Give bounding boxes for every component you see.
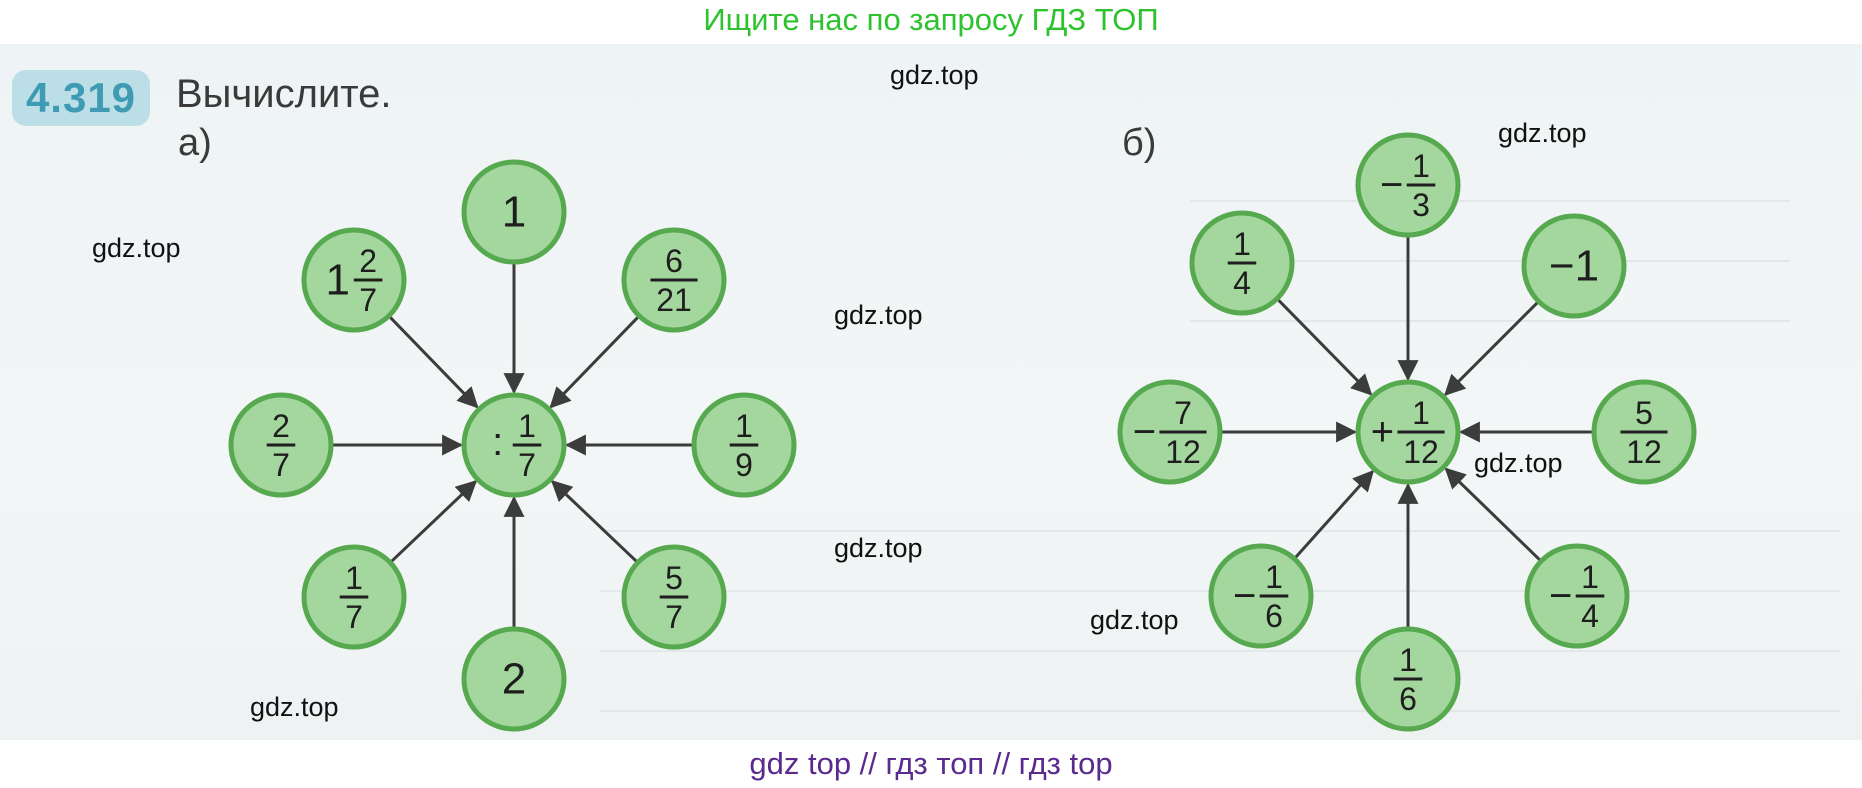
diagram-b-node-1-denominator: 4 [1233, 265, 1251, 301]
watermark: gdz.top [250, 692, 339, 722]
diagram-a-node-7-numerator: 5 [665, 560, 683, 596]
watermark: gdz.top [1474, 448, 1563, 478]
diagram-b-arrow-7 [1444, 467, 1541, 561]
diagram-a-node-4-denominator: 9 [735, 447, 753, 483]
diagram-b-center-node: +112 [1355, 379, 1461, 485]
diagram-a-node-1-prefix: 1 [325, 256, 349, 305]
diagram-b-node-4: 512 [1591, 379, 1697, 485]
diagram-b-node-3-numerator: 7 [1174, 395, 1192, 431]
diagram-b-center-node-denominator: 12 [1403, 434, 1439, 470]
watermark: gdz.top [834, 533, 923, 563]
diagram-b-node-5-prefix: − [1233, 574, 1256, 618]
diagram-b-node-7: −14 [1524, 543, 1630, 649]
diagram-b-node-3-denominator: 12 [1165, 434, 1201, 470]
diagram-b-node-6: 16 [1355, 626, 1461, 732]
diagram-a-center-node-prefix: : [492, 420, 503, 464]
diagram-b-node-2-value: −1 [1549, 242, 1599, 291]
diagram-b-node-4-numerator: 5 [1635, 395, 1653, 431]
diagram-a-node-0-circle [461, 159, 567, 265]
diagram-a-node-6-value: 2 [502, 655, 526, 704]
diagram-b-node-5: −16 [1208, 543, 1314, 649]
diagram-a-center-node: :17 [461, 392, 567, 498]
diagram-a-node-5-numerator: 1 [345, 560, 363, 596]
background-text-line [600, 530, 1840, 532]
diagram-b-node-3: −712 [1117, 379, 1223, 485]
diagram-b-node-0: −13 [1355, 132, 1461, 238]
diagram-b-node-2-circle [1521, 213, 1627, 319]
diagram-b-node-7-numerator: 1 [1581, 559, 1599, 595]
diagram-b-node-6-denominator: 6 [1399, 681, 1417, 717]
background-text-line [1190, 320, 1790, 322]
background-text-line [1190, 200, 1790, 202]
diagram-a-node-3-denominator: 7 [272, 447, 290, 483]
diagram-b-node-1: 14 [1189, 210, 1295, 316]
watermark: gdz.top [92, 233, 181, 263]
diagram-b-node-0-numerator: 1 [1412, 148, 1430, 184]
diagram-b-center-node-prefix: + [1371, 410, 1394, 454]
diagram-b-node-3-prefix: − [1133, 410, 1156, 454]
watermark: gdz.top [1090, 605, 1179, 635]
background-text-line [600, 650, 1840, 652]
diagram-b-node-0-prefix: − [1380, 163, 1403, 207]
diagram-a-node-4: 19 [691, 392, 797, 498]
diagram-a-node-2-numerator: 6 [665, 243, 683, 279]
diagram-b-node-6-numerator: 1 [1399, 642, 1417, 678]
watermark: gdz.top [1498, 118, 1587, 148]
part-a-label: а) [178, 122, 212, 164]
diagram-a-node-1-numerator: 2 [359, 243, 377, 279]
diagram-a-node-7-denominator: 7 [665, 599, 683, 635]
diagram-b-arrow-2 [1443, 301, 1539, 397]
part-b-label: б) [1122, 122, 1157, 164]
diagram-b-node-4-denominator: 12 [1626, 434, 1662, 470]
diagram-b-node-2: −1 [1521, 213, 1627, 319]
bottom-banner[interactable]: gdz top // гдз топ // гдз top [0, 740, 1862, 788]
diagram-a-node-6-circle [461, 626, 567, 732]
diagram-a-node-0: 1 [461, 159, 567, 265]
problem-number: 4.319 [12, 70, 150, 126]
diagram-a-arrow-5 [390, 480, 478, 563]
watermark: gdz.top [890, 60, 979, 90]
problem-instruction: Вычислите. [176, 72, 392, 116]
diagram-a-arrow-7 [550, 480, 638, 563]
diagram-b-center-node-numerator: 1 [1412, 395, 1430, 431]
watermark: gdz.top [834, 300, 923, 330]
diagram-b-node-7-prefix: − [1549, 574, 1572, 618]
diagram-a-node-2-denominator: 21 [656, 282, 692, 318]
diagram-a-node-4-numerator: 1 [735, 408, 753, 444]
diagram-a-node-1-denominator: 7 [359, 282, 377, 318]
diagram-b-node-0-denominator: 3 [1412, 187, 1430, 223]
diagram-b-node-7-denominator: 4 [1581, 598, 1599, 634]
diagram-a-node-3-numerator: 2 [272, 408, 290, 444]
diagram-a-node-6: 2 [461, 626, 567, 732]
background-text-line [1190, 260, 1790, 262]
diagram-a-arrow-2 [549, 316, 639, 409]
diagram-a-node-3: 27 [228, 392, 334, 498]
diagram-b-arrow-5 [1294, 469, 1375, 559]
diagram-a-node-7: 57 [621, 544, 727, 650]
diagram-a-node-5: 17 [301, 544, 407, 650]
diagram-b-node-5-denominator: 6 [1265, 598, 1283, 634]
diagram-b-node-1-numerator: 1 [1233, 226, 1251, 262]
diagram-a-arrow-1 [389, 316, 479, 409]
diagram-b-node-5-numerator: 1 [1265, 559, 1283, 595]
diagram-a-node-5-denominator: 7 [345, 599, 363, 635]
diagram-b-arrow-1 [1277, 299, 1373, 396]
top-banner[interactable]: Ищите нас по запросу ГДЗ ТОП [0, 0, 1862, 44]
diagram-a-node-0-value: 1 [502, 188, 526, 237]
diagram-a-node-2: 621 [621, 227, 727, 333]
background-text-line [600, 710, 1840, 712]
diagram-a-center-node-numerator: 1 [518, 408, 536, 444]
diagram-a-center-node-denominator: 7 [518, 447, 536, 483]
